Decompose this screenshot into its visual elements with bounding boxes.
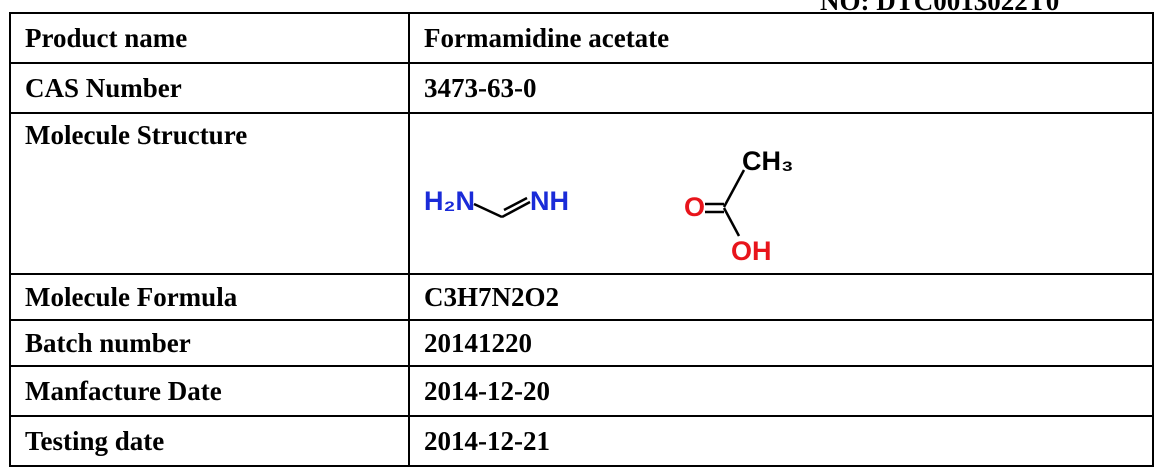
amine-label: H₂N <box>424 186 475 216</box>
c-n-double-bond-1 <box>501 200 531 218</box>
molecule-formula-value: C3H7N2O2 <box>408 273 1154 321</box>
methyl-label: CH₃ <box>742 146 793 176</box>
testing-date-value: 2014-12-21 <box>408 415 1154 467</box>
product-info-table: Product name Formamidine acetate CAS Num… <box>9 12 1154 467</box>
manufacture-date-value: 2014-12-20 <box>408 365 1154 417</box>
molecule-structure-cell: H₂N NH CH₃ O OH <box>408 112 1154 275</box>
table-row: Testing date 2014-12-21 <box>9 415 1154 467</box>
table-row: Manfacture Date 2014-12-20 <box>9 365 1154 417</box>
oxygen-label: O <box>684 192 705 222</box>
c-n-double-bond-2 <box>503 196 528 211</box>
table-row: Molecule Structure H₂N NH CH₃ O OH <box>9 112 1154 275</box>
cas-number-value: 3473-63-0 <box>408 62 1154 114</box>
document-number: NO: DTC0013022T0 <box>820 0 1060 16</box>
batch-number-value: 20141220 <box>408 319 1154 367</box>
table-row: Molecule Formula C3H7N2O2 <box>9 273 1154 321</box>
c-n-single-bond <box>473 202 503 218</box>
c-c-bond <box>722 168 746 208</box>
table-row: CAS Number 3473-63-0 <box>9 62 1154 114</box>
cas-number-label: CAS Number <box>9 62 410 114</box>
testing-date-label: Testing date <box>9 415 410 467</box>
table-row: Batch number 20141220 <box>9 319 1154 367</box>
imine-label: NH <box>530 186 569 216</box>
c-oh-bond <box>722 206 741 237</box>
product-name-value: Formamidine acetate <box>408 12 1154 64</box>
molecule-structure-diagram: H₂N NH CH₃ O OH <box>424 146 793 264</box>
batch-number-label: Batch number <box>9 319 410 367</box>
molecule-structure-label: Molecule Structure <box>9 112 410 275</box>
molecule-formula-label: Molecule Formula <box>9 273 410 321</box>
product-name-label: Product name <box>9 12 410 64</box>
table-row: Product name Formamidine acetate <box>9 12 1154 64</box>
manufacture-date-label: Manfacture Date <box>9 365 410 417</box>
hydroxyl-label: OH <box>731 236 772 264</box>
